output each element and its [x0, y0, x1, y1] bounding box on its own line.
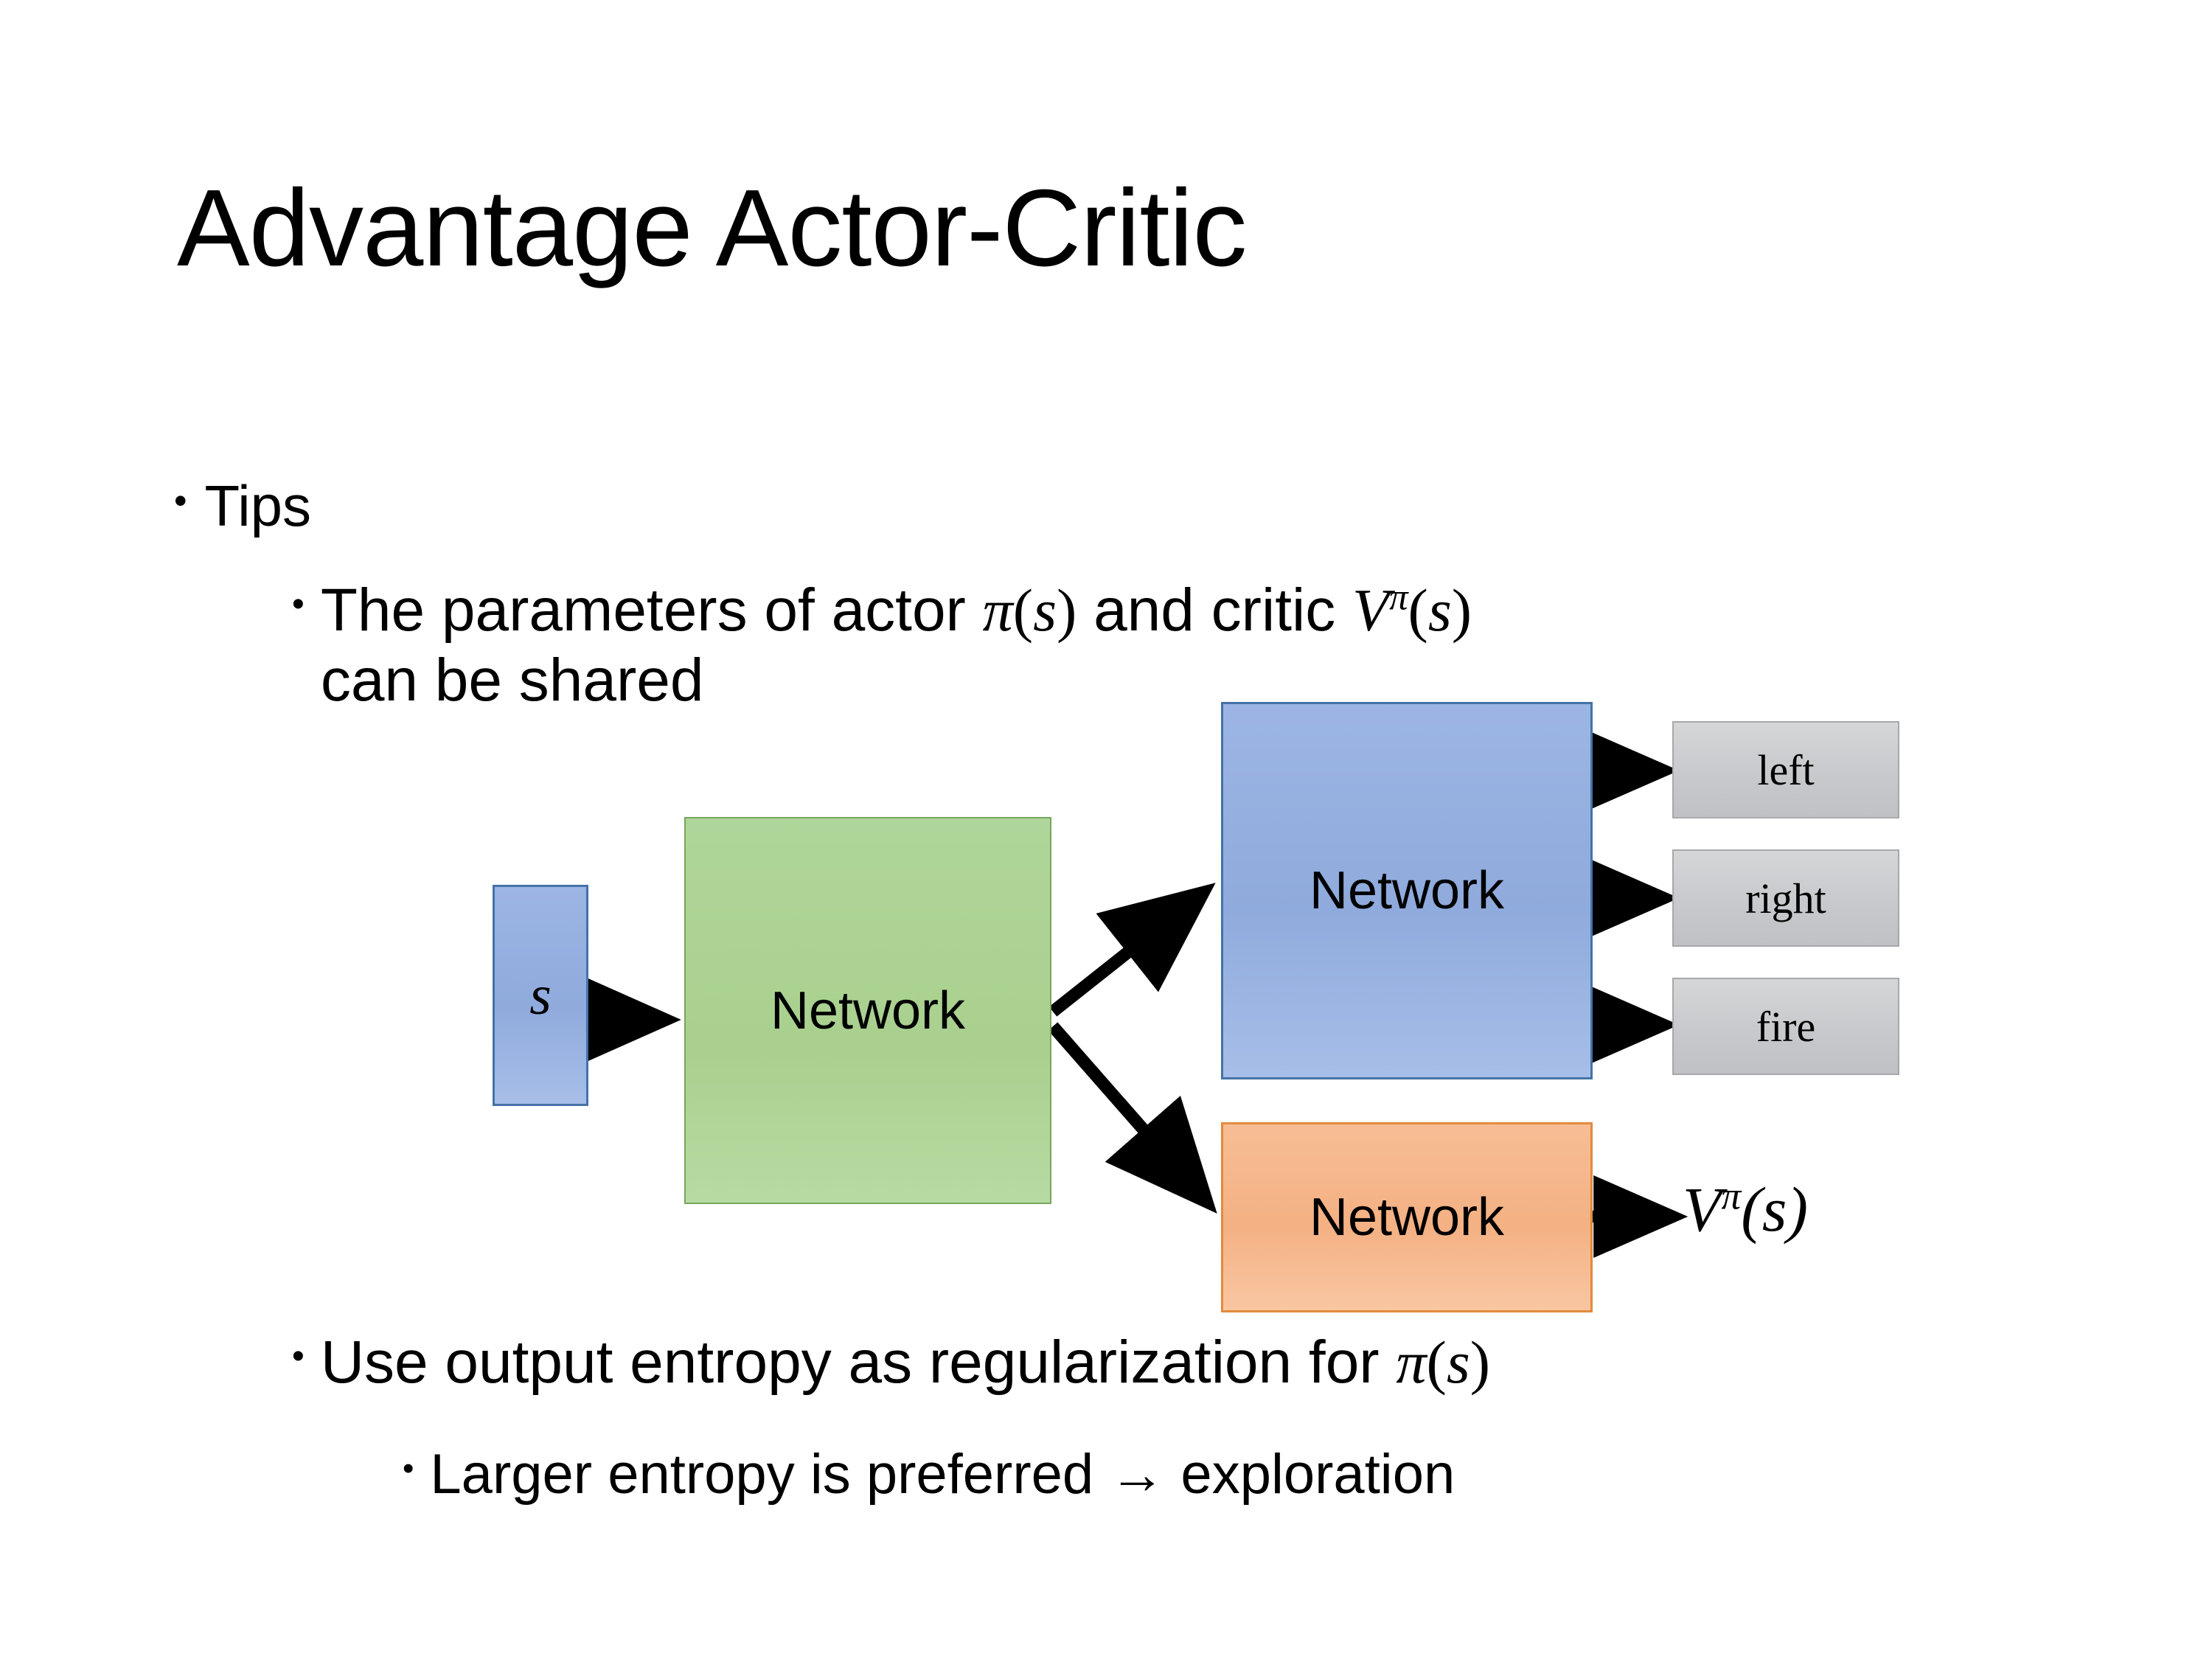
- entropy-text-a: Use output entropy as regularization for: [320, 1329, 1397, 1396]
- math-s-glyph: s: [1446, 1329, 1470, 1396]
- math-rparen: ): [1451, 577, 1472, 644]
- critic-network-label: Network: [1309, 1188, 1505, 1247]
- shared-network-box[interactable]: Network: [684, 817, 1051, 1204]
- math-pi-superscript: π: [1389, 576, 1408, 618]
- bullet-exploration-label: Larger entropy is preferred → exploratio…: [430, 1443, 1455, 1506]
- bullet-tips: • Tips: [174, 472, 1059, 540]
- state-label: s: [529, 964, 552, 1026]
- shared-params-line2: can be shared: [320, 647, 704, 714]
- arrow-shared-to-critic: [1048, 1022, 1217, 1214]
- bullet-tips-label: Tips: [204, 473, 311, 538]
- bullet-entropy-regularization: • Use output entropy as regularization f…: [292, 1327, 2062, 1397]
- page-title: Advantage Actor-Critic: [177, 167, 1247, 289]
- value-base-glyph: V: [1683, 1174, 1722, 1245]
- action-label-left: left: [1757, 745, 1815, 794]
- bullet-entropy-text: Use output entropy as regularization for…: [321, 1327, 2062, 1397]
- action-box-left[interactable]: left: [1672, 721, 1899, 818]
- shared-params-text-a: The parameters of actor: [320, 577, 983, 644]
- math-rparen: ): [1056, 577, 1077, 644]
- math-s-glyph: s: [1427, 577, 1452, 644]
- math-pi-of-s: π(s): [983, 577, 1077, 644]
- math-lparen: (: [1012, 577, 1034, 644]
- bullet-shared-parameters-text: The parameters of actor π(s) and critic …: [321, 575, 2047, 715]
- bullet-dot-icon: •: [292, 1337, 305, 1376]
- action-box-right[interactable]: right: [1672, 849, 1899, 947]
- arrow-shared-to-actor: [1048, 883, 1216, 1017]
- math-lparen: (: [1408, 577, 1428, 644]
- state-input-box[interactable]: s: [493, 885, 588, 1106]
- math-v-glyph: V: [1352, 577, 1390, 644]
- math-pi-of-s: π(s): [1396, 1329, 1490, 1396]
- action-label-fire: fire: [1756, 1002, 1816, 1051]
- math-rparen: ): [1470, 1329, 1491, 1396]
- value-argument: (s): [1741, 1174, 1809, 1245]
- math-lparen: (: [1426, 1329, 1447, 1396]
- actor-network-box[interactable]: Network: [1221, 702, 1593, 1079]
- shared-params-text-b: and critic: [1077, 577, 1352, 644]
- value-function-output: Vπ(s): [1683, 1172, 1808, 1246]
- bullet-dot-icon: •: [174, 480, 187, 521]
- bullet-shared-parameters: • The parameters of actor π(s) and criti…: [292, 575, 2047, 715]
- shared-network-label: Network: [770, 981, 966, 1040]
- bullet-exploration: • Larger entropy is preferred → explorat…: [403, 1442, 2172, 1507]
- math-v-pi-of-s: Vπ(s): [1352, 577, 1472, 644]
- bullet-dot-icon: •: [403, 1450, 414, 1486]
- critic-network-box[interactable]: Network: [1221, 1122, 1593, 1312]
- math-pi-glyph: π: [1396, 1329, 1427, 1396]
- value-superscript-pi: π: [1721, 1173, 1742, 1218]
- bullet-dot-icon: •: [292, 585, 305, 624]
- actor-network-label: Network: [1309, 861, 1505, 920]
- action-box-fire[interactable]: fire: [1672, 978, 1899, 1075]
- math-s-glyph: s: [1033, 577, 1057, 644]
- math-pi-glyph: π: [982, 577, 1013, 644]
- action-label-right: right: [1745, 874, 1826, 922]
